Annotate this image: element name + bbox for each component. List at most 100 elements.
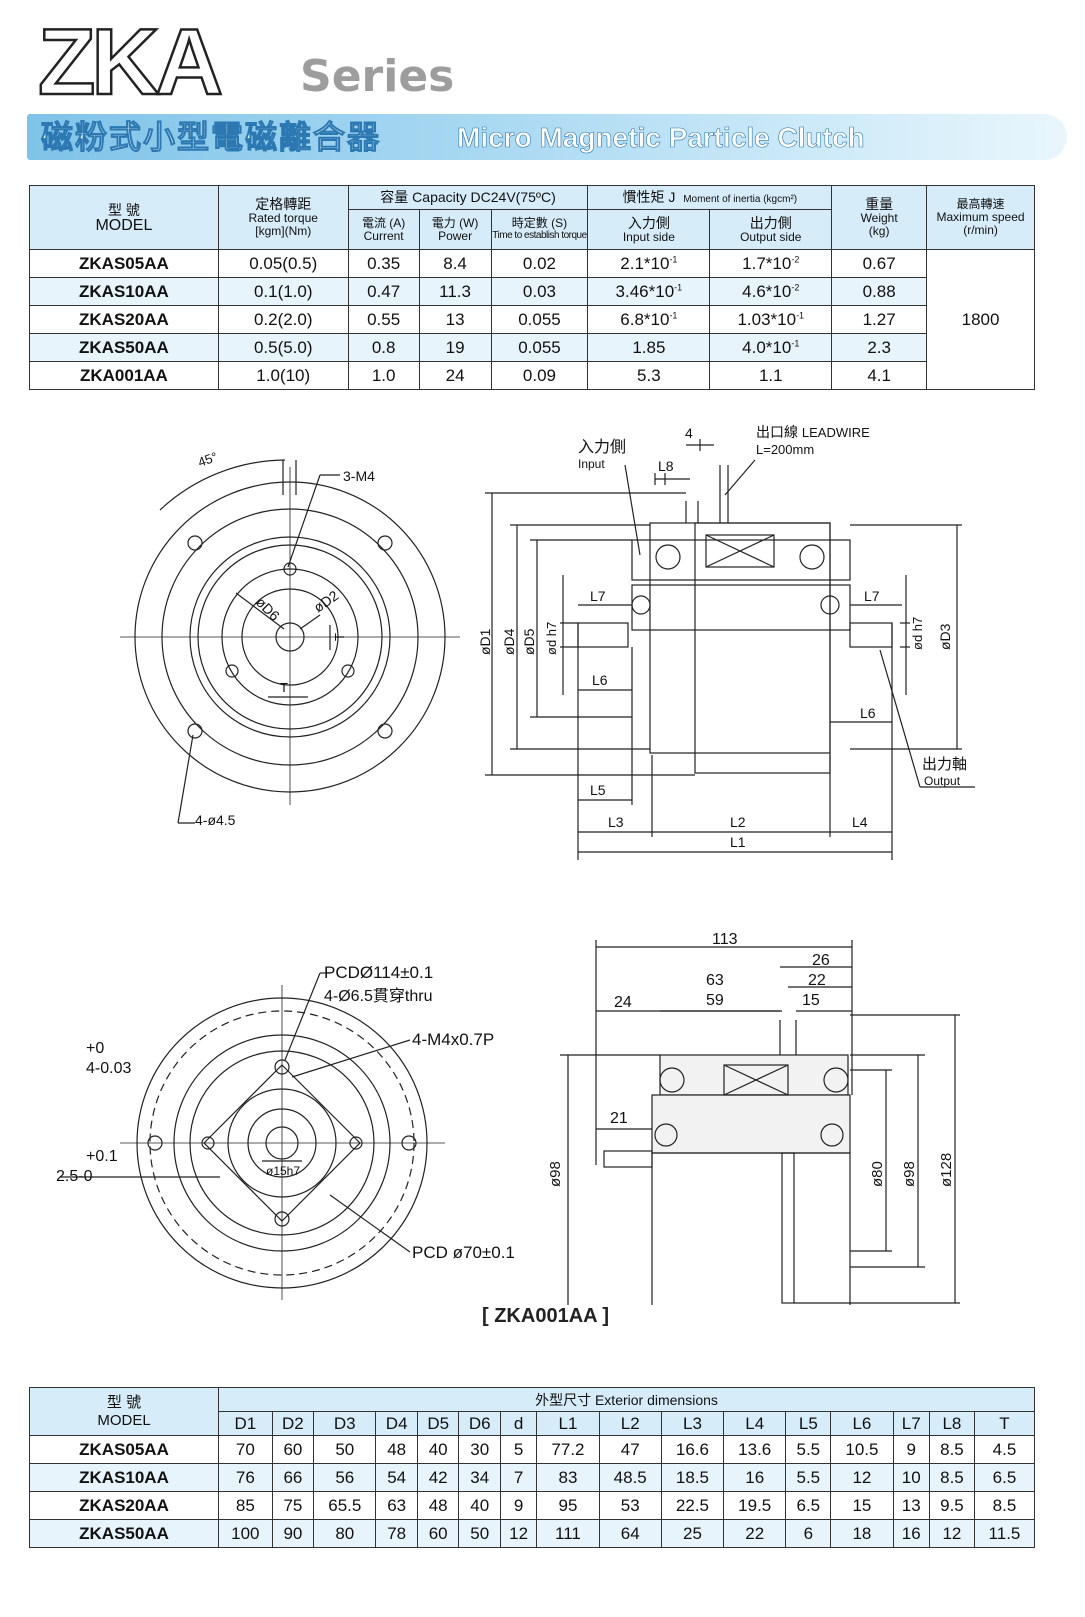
d59-label: 59 [706,992,724,1009]
dim-cell: 10 [892,1463,930,1492]
l4-label: L4 [852,814,868,830]
dim-cell: 48.5 [598,1463,662,1492]
zka001-drawing: PCDØ114±0.1 4-Ø6.5貫穿thru 4-M4x0.7P +0 4-… [56,931,960,1305]
d2-label: øD2 [311,587,342,615]
l1-label: L1 [730,834,746,850]
dim-cell: 13.6 [723,1435,787,1464]
dim-col-t: T [973,1411,1036,1436]
dim-cell: 22 [723,1519,787,1548]
dim-cell: 11.5 [973,1519,1036,1548]
dim-cell: 54 [375,1463,418,1492]
dim-cell: 95 [536,1491,600,1520]
tol2b-label: 2.5-0 [56,1168,93,1185]
dim4-label: 4 [685,425,693,441]
dim-cell: 12 [830,1463,894,1492]
d4-label: øD4 [501,628,517,655]
speed-cell: 1800 [926,249,1035,390]
d128-label: ø128 [938,1153,955,1187]
t-label-v: T [332,633,347,641]
dim-col-d5: D5 [416,1411,460,1436]
d15-label: 15 [802,992,820,1009]
dim-col-d6: D6 [458,1411,501,1436]
tap-label: 3-M4 [343,468,375,484]
d1-label: øD1 [477,628,493,655]
model-cell: ZKAS20AA [29,1491,219,1520]
dim-cell: 50 [458,1519,501,1548]
pcd70-label: PCD ø70±0.1 [412,1243,515,1262]
dim-cell: 42 [416,1463,460,1492]
d98a-label: ø98 [547,1161,564,1187]
d3-label: øD3 [937,623,953,650]
series-logo: ZKA [37,9,225,114]
dim-cell: 78 [375,1519,418,1548]
dim-cell: 60 [271,1435,315,1464]
tol1b-label: 4-0.03 [86,1060,131,1077]
d24-label: 24 [614,994,632,1011]
dim-cell: 5 [499,1435,538,1464]
dim-cell: 85 [218,1491,273,1520]
dim-col-l3: L3 [660,1411,725,1436]
dim-cell: 83 [536,1463,600,1492]
dim-cell: 8.5 [928,1463,975,1492]
input-en: Input [578,457,605,471]
pcd114-label: PCDØ114±0.1 [324,963,433,982]
dim-col-l7: L7 [892,1411,930,1436]
dim-cell: 15 [830,1491,894,1520]
tol2a-label: +0.1 [86,1148,118,1165]
l5-label: L5 [590,782,606,798]
dim-cell: 30 [458,1435,501,1464]
l6-left-label: L6 [592,672,608,688]
dh7-right-label: ød h7 [910,617,925,650]
l7-right-label: L7 [864,588,880,604]
h-exterior: 外型尺寸 Exterior dimensions [218,1387,1035,1412]
h-capacity: 容量 Capacity DC24V(75ºC) [347,185,589,210]
d98b-label: ø98 [901,1161,918,1187]
tol1a-label: +0 [86,1040,104,1057]
m4-label: 4-M4x0.7P [412,1030,494,1049]
title-banner: 磁粉式小型電磁離合器 Micro Magnetic Particle Clutc… [27,114,1067,160]
d80-label: ø80 [869,1161,886,1187]
dim-cell: 66 [271,1463,315,1492]
dim-cell: 10.5 [830,1435,894,1464]
dim-cell: 77.2 [536,1435,600,1464]
l7-left-label: L7 [590,588,606,604]
h-time: 時定數 (S)Time to establish torque [490,209,589,250]
model-cell: ZKAS10AA [29,1463,219,1492]
dim-cell: 48 [375,1435,418,1464]
title-cn: 磁粉式小型電磁離合器 [40,118,382,157]
dim-cell: 9.5 [928,1491,975,1520]
dim-cell: 12 [499,1519,538,1548]
dim-cell: 4.5 [973,1435,1036,1464]
d6-label: øD6 [253,594,283,624]
dim-cell: 9 [892,1435,930,1464]
dim-cell: 70 [218,1435,273,1464]
dim-cell: 9 [499,1491,538,1520]
model-cell: ZKAS05AA [29,1435,219,1464]
dim-col-d3: D3 [313,1411,377,1436]
dim-cell: 16 [892,1519,930,1548]
dim-cell: 47 [598,1435,662,1464]
dim-cell: 18 [830,1519,894,1548]
shaft-label: ø15h7 [266,1164,300,1178]
h-power: 電力 (W)Power [418,209,492,250]
series-word: Series [300,51,455,102]
dim-col-l5: L5 [785,1411,832,1436]
title-en: Micro Magnetic Particle Clutch [457,122,865,154]
lead-label: 出口線 LEADWIRE [756,424,870,440]
dim-cell: 53 [598,1491,662,1520]
dim-cell: 111 [536,1519,600,1548]
dim-cell: 16 [723,1463,787,1492]
thru-label: 4-Ø6.5貫穿thru [324,987,433,1005]
